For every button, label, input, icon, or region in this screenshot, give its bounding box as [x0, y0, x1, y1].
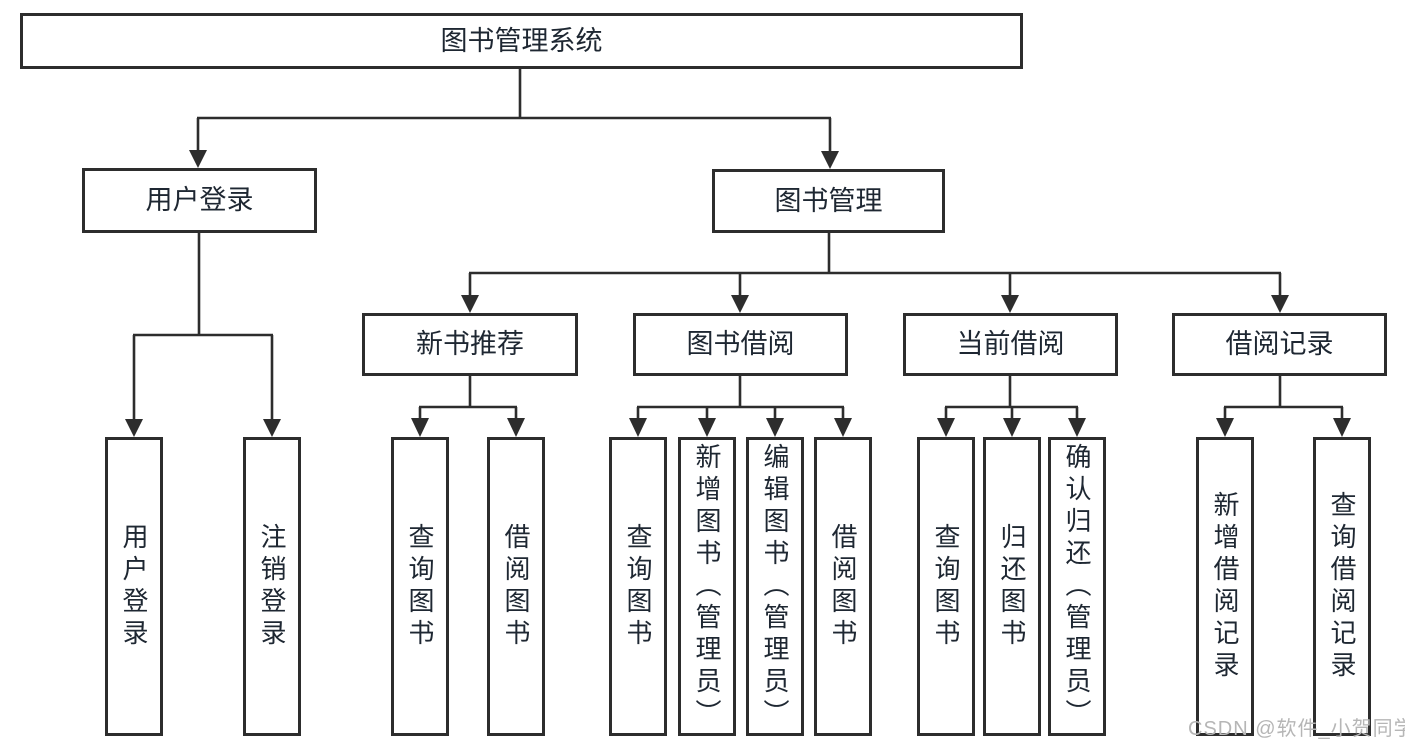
node-new-book-recommend-label: 新书推荐 — [416, 329, 524, 359]
node-new-book-recommend: 新书推荐 — [362, 313, 578, 376]
leaf-nbr-query-book-label: 查询图书 — [405, 522, 435, 651]
node-book-management: 图书管理 — [712, 169, 945, 233]
node-book-borrow-label: 图书借阅 — [686, 329, 795, 359]
leaf-br-query-record: 查询借阅记录 — [1313, 437, 1371, 736]
node-root-label: 图书管理系统 — [440, 25, 603, 56]
leaf-cb-return-book-label: 归还图书 — [997, 522, 1027, 651]
node-book-borrow: 图书借阅 — [633, 313, 848, 376]
node-borrow-record: 借阅记录 — [1172, 313, 1387, 376]
leaf-cb-query-book-label: 查询图书 — [931, 522, 961, 651]
leaf-br-query-record-label: 查询借阅记录 — [1327, 490, 1357, 683]
leaf-nbr-borrow-book: 借阅图书 — [487, 437, 545, 736]
node-root: 图书管理系统 — [20, 13, 1023, 69]
leaf-bb-query-book: 查询图书 — [609, 437, 667, 736]
leaf-bb-add-book-admin: 新增图书（管理员） — [678, 437, 736, 736]
leaf-bb-query-book-label: 查询图书 — [623, 522, 653, 651]
leaf-bb-add-book-admin-label: 新增图书（管理员） — [692, 442, 722, 731]
leaf-nbr-query-book: 查询图书 — [391, 437, 449, 736]
leaf-br-add-record-label: 新增借阅记录 — [1210, 490, 1240, 683]
node-book-management-label: 图书管理 — [774, 185, 883, 216]
leaf-cb-confirm-return-admin-label: 确认归还（管理员） — [1062, 442, 1092, 731]
leaf-cb-return-book: 归还图书 — [983, 437, 1041, 736]
leaf-bb-edit-book-admin: 编辑图书（管理员） — [746, 437, 804, 736]
leaf-user-login-label: 用户登录 — [119, 522, 149, 651]
node-user-login: 用户登录 — [82, 168, 317, 233]
leaf-bb-borrow-book: 借阅图书 — [814, 437, 872, 736]
node-user-login-label: 用户登录 — [145, 185, 254, 215]
leaf-cb-query-book: 查询图书 — [917, 437, 975, 736]
leaf-logout-label: 注销登录 — [257, 522, 287, 651]
leaf-bb-edit-book-admin-label: 编辑图书（管理员） — [760, 442, 790, 731]
leaf-br-add-record: 新增借阅记录 — [1196, 437, 1254, 736]
leaf-user-login: 用户登录 — [105, 437, 163, 736]
leaf-nbr-borrow-book-label: 借阅图书 — [501, 522, 531, 651]
leaf-cb-confirm-return-admin: 确认归还（管理员） — [1048, 437, 1106, 736]
leaf-logout: 注销登录 — [243, 437, 301, 736]
csdn-watermark: CSDN @软件_小贺同学 — [1188, 718, 1405, 740]
node-current-borrow-label: 当前借阅 — [956, 329, 1065, 359]
node-current-borrow: 当前借阅 — [903, 313, 1118, 376]
leaf-bb-borrow-book-label: 借阅图书 — [828, 522, 858, 651]
node-borrow-record-label: 借阅记录 — [1225, 329, 1334, 359]
